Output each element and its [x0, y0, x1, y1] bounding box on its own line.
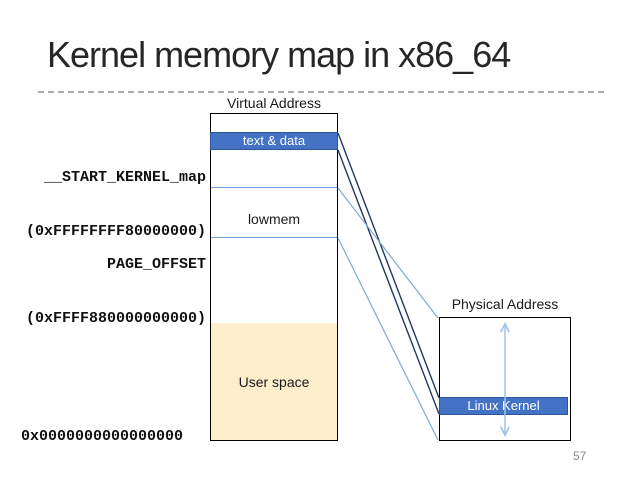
start-kernel-map-address: (0xFFFFFFFF80000000) [25, 223, 206, 240]
page-offset-symbol: PAGE_OFFSET [106, 256, 206, 273]
start-kernel-map-label: __START_KERNEL_map (0xFFFFFFFF80000000) [18, 133, 206, 277]
physical-address-box: Linux Kernel [439, 317, 571, 441]
start-kernel-map-symbol: __START_KERNEL_map [43, 169, 206, 186]
mapping-line-textdata-bottom [337, 149, 440, 415]
virtual-address-column: text & data lowmem User space [210, 113, 338, 441]
mapping-line-textdata-top [337, 132, 440, 399]
region-lowmem-label: lowmem [247, 211, 301, 227]
zero-address-label: 0x0000000000000000 [21, 428, 184, 445]
page-offset-address: (0xFFFF880000000000) [25, 310, 206, 327]
mapping-line-lowmem-top [337, 187, 439, 319]
page-number: 57 [573, 449, 587, 463]
region-linux-kernel: Linux Kernel [439, 397, 568, 415]
mapping-line-lowmem-bottom [337, 237, 439, 441]
slide-title: Kernel memory map in x86_64 [47, 34, 511, 75]
virtual-address-header: Virtual Address [227, 95, 321, 111]
title-dashed-divider [38, 91, 604, 93]
lowmem-top-separator [211, 187, 337, 188]
physical-address-header: Physical Address [451, 296, 559, 312]
region-text-and-data: text & data [210, 132, 338, 150]
region-user-space: User space [211, 323, 337, 440]
lowmem-bottom-separator [211, 237, 337, 238]
page-offset-label: PAGE_OFFSET (0xFFFF880000000000) [18, 220, 206, 364]
